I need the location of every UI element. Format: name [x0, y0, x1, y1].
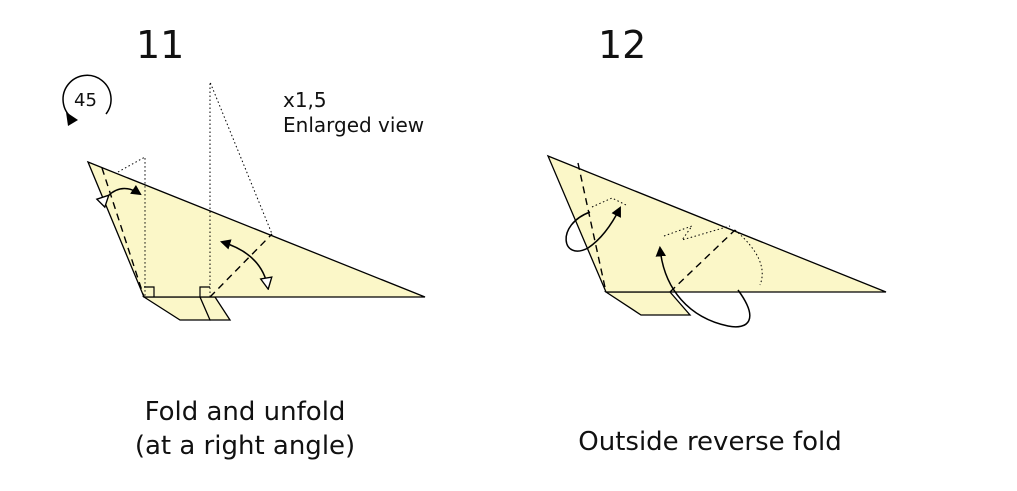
step-number-12: 12	[598, 23, 647, 67]
bottom-flap-left	[141, 296, 211, 321]
step-12-paper	[546, 154, 887, 328]
main-triangle	[86, 160, 426, 298]
rotation-label: 45	[74, 90, 97, 111]
scale-factor: x1,5	[283, 88, 327, 112]
step-11-paper	[86, 81, 426, 321]
step-number-11: 11	[136, 23, 185, 67]
step-11-caption: Fold and unfold (at a right angle)	[110, 396, 380, 464]
caption-line-1: Outside reverse fold	[578, 427, 842, 457]
step-12-caption: Outside reverse fold	[560, 426, 860, 460]
rotation-symbol	[62, 74, 112, 126]
enlarged-view-label: Enlarged view	[283, 113, 425, 137]
main-triangle	[546, 154, 887, 293]
caption-line-2: (at a right angle)	[134, 430, 356, 461]
caption-line-1: Fold and unfold	[144, 397, 346, 427]
scale-note: x1,5 Enlarged view	[283, 88, 424, 138]
